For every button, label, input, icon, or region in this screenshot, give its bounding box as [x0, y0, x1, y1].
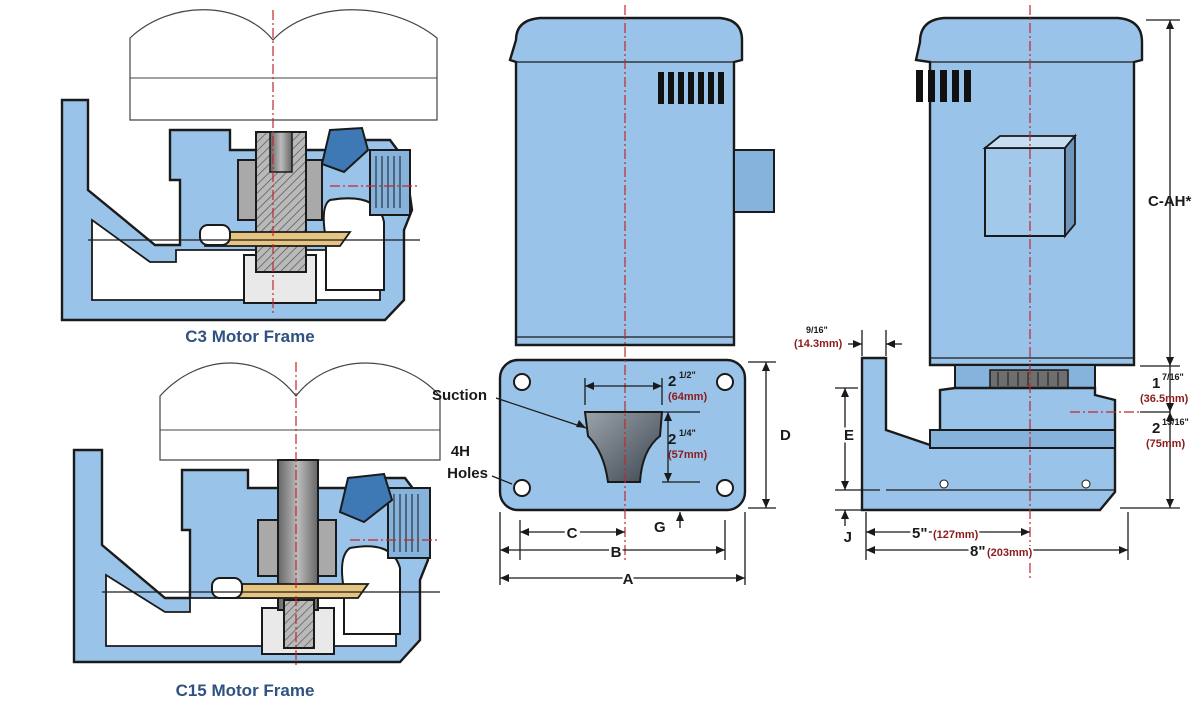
holes-label-line1: 4H	[451, 443, 470, 460]
c15-valve-cap	[338, 472, 394, 524]
flange-fraction: 9/16"	[806, 325, 828, 335]
inlet-width-mm: (64mm)	[668, 391, 707, 403]
side-cooling-vents	[916, 70, 971, 102]
dimension-c-label: C	[567, 525, 578, 542]
front-junction-box	[733, 149, 775, 213]
front-motor-body	[508, 16, 744, 347]
length-8-inch: 8"	[970, 543, 985, 560]
mid-offset-mm: (75mm)	[1146, 438, 1185, 450]
side-view	[835, 5, 1180, 580]
c15-caption: C15 Motor Frame	[176, 681, 315, 700]
top-offset-mm: (36.5mm)	[1140, 393, 1189, 405]
c15-cross-section	[72, 362, 441, 668]
mid-offset-whole: 2	[1152, 420, 1160, 437]
mounting-holes	[513, 373, 734, 497]
length-5-inch: 5"	[912, 525, 927, 542]
top-offset-whole: 1	[1152, 375, 1160, 392]
flange-mm: (14.3mm)	[794, 338, 843, 350]
dimension-a-label: A	[623, 571, 634, 588]
c3-discharge-port	[369, 149, 411, 216]
holes-label-line2: Holes	[447, 465, 488, 482]
dimension-g-label: G	[654, 519, 666, 536]
c3-motor-phantom	[129, 9, 438, 121]
dimension-d-label: D	[780, 427, 791, 444]
dimension-e-label: E	[844, 427, 854, 444]
front-cooling-vents	[658, 72, 724, 104]
c3-cross-section	[60, 9, 438, 322]
length-5-mm: (127mm)	[933, 529, 979, 541]
side-junction-box	[984, 147, 1066, 237]
c3-caption: C3 Motor Frame	[185, 327, 314, 346]
mid-offset-fraction: 15/16"	[1162, 417, 1189, 427]
suction-inlet	[583, 411, 664, 483]
dimension-c-ah-label: C-AH*	[1148, 193, 1191, 210]
suction-label: Suction	[432, 387, 487, 404]
c15-motor-phantom	[159, 362, 441, 461]
inlet-width-whole: 2	[668, 373, 676, 390]
dimension-j-label: J	[844, 529, 852, 546]
dimension-b-label: B	[611, 544, 622, 561]
inlet-height-mm: (57mm)	[668, 449, 707, 461]
length-8-mm: (203mm)	[987, 547, 1033, 559]
top-offset-fraction: 7/16"	[1162, 372, 1184, 382]
inlet-height-fraction: 1/4"	[679, 428, 696, 438]
inlet-width-fraction: 1/2"	[679, 370, 696, 380]
c15-discharge-port	[387, 487, 431, 559]
inlet-height-whole: 2	[668, 431, 676, 448]
c3-valve-cap	[320, 126, 370, 174]
front-view	[491, 5, 776, 585]
